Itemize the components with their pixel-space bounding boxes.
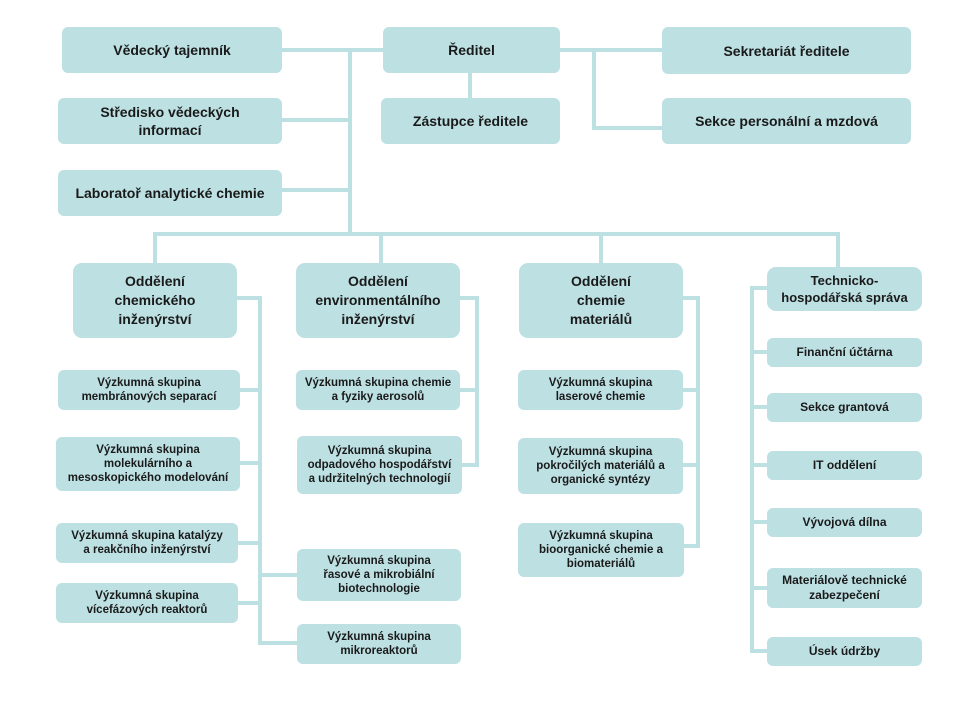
scientific-info-center-box: Středisko vědeckých informací	[58, 98, 282, 144]
unit-material-supply: Materiálově technické zabezpečení	[767, 568, 922, 608]
group-microreactors: Výzkumná skupina mikroreaktorů	[297, 624, 461, 664]
group-molecular-modeling: Výzkumná skupina molekulárního a mesosko…	[56, 437, 240, 491]
group-aerosols: Výzkumná skupina chemie a fyziky aerosol…	[296, 370, 460, 410]
unit-finance: Finanční účtárna	[767, 338, 922, 367]
group-advanced-materials: Výzkumná skupina pokročilých materiálů a…	[518, 438, 683, 494]
deputy-director-box: Zástupce ředitele	[381, 98, 560, 144]
dept-technical-economic: Technicko- hospodářská správa	[767, 267, 922, 311]
group-bioorganic-chemistry: Výzkumná skupina bioorganické chemie a b…	[518, 523, 684, 577]
unit-it: IT oddělení	[767, 451, 922, 480]
group-waste-management: Výzkumná skupina odpadového hospodářství…	[297, 436, 462, 494]
analytical-lab-box: Laboratoř analytické chemie	[58, 170, 282, 216]
dept-chemical-engineering: Oddělení chemického inženýrství	[73, 263, 237, 338]
personnel-payroll-box: Sekce personální a mzdová	[662, 98, 911, 144]
group-laser-chemistry: Výzkumná skupina laserové chemie	[518, 370, 683, 410]
scientific-secretary-box: Vědecký tajemník	[62, 27, 282, 73]
dept-materials-chemistry: Oddělení chemie materiálů	[519, 263, 683, 338]
group-algal-biotechnology: Výzkumná skupina řasové a mikrobiální bi…	[297, 549, 461, 601]
group-multiphase-reactors: Výzkumná skupina vícefázových reaktorů	[56, 583, 238, 623]
unit-maintenance: Úsek údržby	[767, 637, 922, 666]
unit-workshop: Vývojová dílna	[767, 508, 922, 537]
unit-grants: Sekce grantová	[767, 393, 922, 422]
dept-environmental-engineering: Oddělení environmentálního inženýrství	[296, 263, 460, 338]
director-box: Ředitel	[383, 27, 560, 73]
secretariat-box: Sekretariát ředitele	[662, 27, 911, 74]
group-membrane-separations: Výzkumná skupina membránových separací	[58, 370, 240, 410]
group-catalysis: Výzkumná skupina katalýzy a reakčního in…	[56, 523, 238, 563]
